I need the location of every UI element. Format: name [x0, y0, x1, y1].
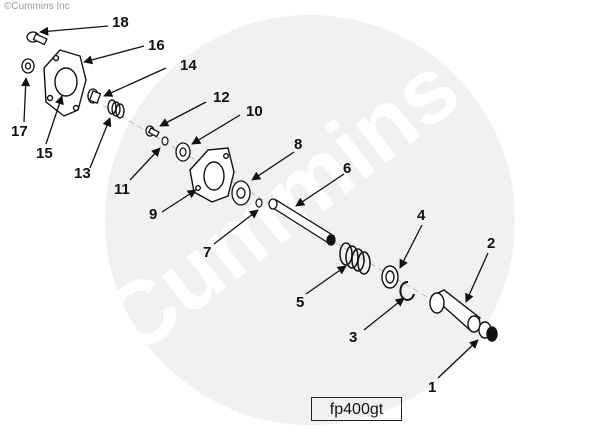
part-14-bushing	[87, 88, 102, 104]
leader-line-5	[305, 265, 347, 295]
part-16-cover-plate	[43, 49, 87, 117]
part-5-spring	[339, 242, 371, 275]
part-2-plunger	[429, 289, 482, 333]
leader-line-9	[161, 189, 197, 213]
leader-line-13	[89, 117, 112, 169]
part-6-shaft	[268, 198, 336, 246]
part-18-screw	[26, 31, 48, 46]
leader-line-14	[103, 67, 167, 97]
callout-2: 2	[487, 235, 496, 252]
leader-line-15	[45, 95, 64, 145]
callout-8: 8	[294, 136, 303, 153]
callout-7: 7	[203, 244, 212, 261]
callout-3: 3	[349, 329, 358, 346]
leader-line-1	[437, 339, 479, 379]
callout-9: 9	[149, 206, 158, 223]
callout-16: 16	[148, 37, 165, 54]
leader-line-7	[213, 209, 259, 245]
callout-13: 13	[74, 165, 91, 182]
part-11-small-washer	[161, 136, 169, 146]
copyright-text: ©Cummins Inc	[4, 1, 70, 12]
part-8-disc	[231, 180, 251, 206]
callout-6: 6	[343, 160, 352, 177]
callout-17: 17	[11, 123, 28, 140]
part-4-washer	[381, 265, 399, 289]
callout-10: 10	[246, 103, 263, 120]
leader-line-6	[295, 173, 345, 207]
figure-id-box: fp400gt	[311, 397, 402, 421]
leader-line-4	[399, 224, 423, 269]
callout-11: 11	[114, 181, 130, 198]
part-12-screw	[145, 125, 160, 138]
part-7-small-ring	[255, 198, 263, 208]
leader-line-8	[251, 151, 295, 181]
leader-line-2	[465, 252, 489, 303]
callout-1: 1	[428, 379, 437, 396]
leader-line-11	[129, 147, 161, 181]
leader-line-16	[83, 45, 145, 65]
leader-line-18	[39, 25, 109, 36]
callout-12: 12	[213, 89, 230, 106]
callout-5: 5	[296, 294, 305, 311]
part-17-washer	[21, 58, 35, 74]
part-13-small-spring	[107, 99, 125, 119]
callout-4: 4	[417, 207, 426, 224]
leader-line-12	[159, 101, 207, 127]
part-10-gasket	[175, 142, 191, 162]
callout-14: 14	[180, 57, 197, 74]
leader-line-3	[363, 297, 405, 331]
leader-line-17	[21, 77, 31, 123]
callout-18: 18	[112, 14, 129, 31]
leader-line-10	[191, 114, 241, 145]
callout-15: 15	[36, 145, 53, 162]
part-1-cap	[478, 321, 498, 342]
part-3-snap-ring	[399, 280, 415, 301]
part-9-housing-plate	[189, 147, 235, 203]
